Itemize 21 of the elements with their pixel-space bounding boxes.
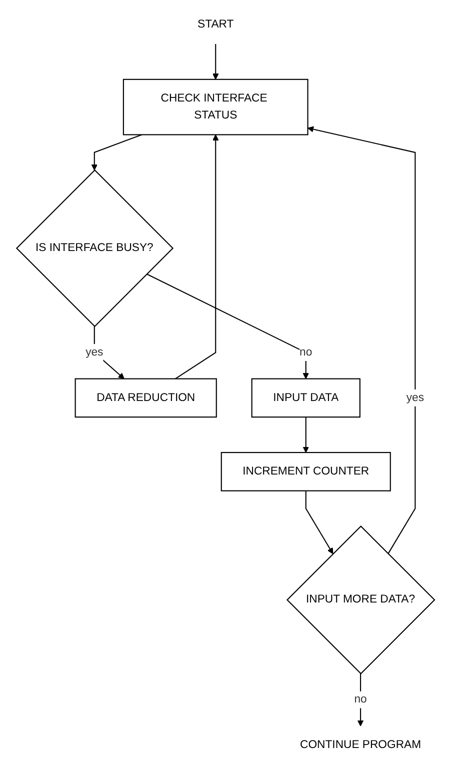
arrow <box>308 126 416 554</box>
arrow <box>175 134 219 380</box>
edge-label: no <box>300 346 312 358</box>
edge-label: yes <box>86 346 104 358</box>
arrow <box>302 417 309 453</box>
node-box: DATA REDUCTION <box>74 378 217 418</box>
node-text: START <box>198 18 234 30</box>
edge-label: no <box>354 693 367 706</box>
node-box: CHECK INTERFACE STATUS <box>122 78 308 136</box>
node-diamond: IS INTERFACE BUSY? <box>16 169 174 328</box>
arrow <box>94 326 124 380</box>
arrow <box>146 274 309 380</box>
node-text: CONTINUE PROGRAM <box>300 738 422 751</box>
node-diamond: INPUT MORE DATA? <box>286 526 436 674</box>
arrow <box>357 674 364 726</box>
edge-label: yes <box>406 392 424 404</box>
arrow <box>305 490 334 554</box>
node-box: INCREMENT COUNTER <box>220 452 391 492</box>
arrow <box>91 134 142 170</box>
node-box: INPUT DATA <box>251 378 360 418</box>
arrow <box>212 44 219 80</box>
